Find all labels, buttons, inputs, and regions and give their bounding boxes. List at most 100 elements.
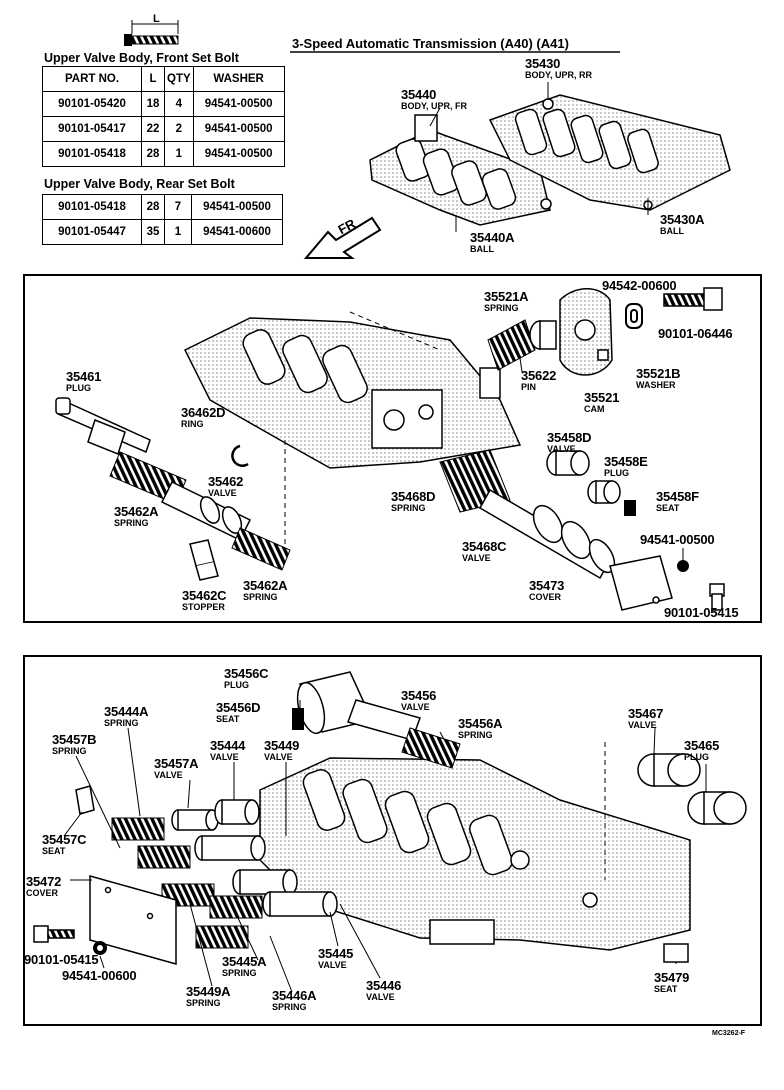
part-label: 35521B [636,366,681,381]
washer-cell: 94541-00500 [191,194,283,220]
part-sublabel: PLUG [224,680,250,690]
bottom-section-frame [23,655,762,1026]
part-label: 35446A [272,988,317,1003]
length-cell: 35 [141,219,165,245]
part-sublabel: VALVE [210,752,239,762]
upper-valve-body-rear-drawing [488,94,731,211]
front-table-title: Upper Valve Body, Front Set Bolt [44,51,239,65]
part-label: 35472 [26,874,62,889]
part-label: 35465 [684,738,720,753]
part-label: 35468D [391,489,436,504]
part-no-cell: 90101-05417 [42,116,142,142]
part-label: 94541-00500 [640,532,715,547]
washer-94541-00500-drawing [677,560,689,572]
length-cell: 18 [141,91,165,117]
part-label: 94541-00600 [62,968,137,983]
spring-35445a-drawing [209,895,263,919]
spring-35444a-drawing [111,817,165,841]
part-sublabel: SPRING [186,998,221,1008]
qty-cell: 1 [164,141,194,167]
part-sublabel: RING [181,419,204,429]
table-row: 90101-05417 22 2 94541-00500 [42,116,285,142]
qty-cell: 2 [164,116,194,142]
part-sublabel: SPRING [243,592,278,602]
ring-35462d-drawing [231,444,249,467]
seat-35457c-drawing [75,785,95,815]
qty-cell: 7 [164,194,192,220]
part-no-cell: 90101-05447 [42,219,142,245]
part-sublabel: SPRING [272,1002,307,1012]
washer-cell: 94541-00500 [192,91,285,117]
rear-table-title: Upper Valve Body, Rear Set Bolt [44,177,235,191]
part-sublabel: PLUG [684,752,710,762]
valve-35468c-drawing [478,488,616,580]
part-sublabel: COVER [26,888,59,898]
front-direction-arrow-icon [303,216,382,259]
front-set-bolt-table: PART NO. L QTY WASHER 90101-05420 18 4 9… [42,66,285,167]
bolt-90101-06446-drawing [663,287,723,311]
part-sublabel: CAM [584,404,605,414]
part-sublabel: VALVE [628,720,657,730]
part-sublabel: BODY, UPR, RR [525,70,593,80]
bolt-length-label: L [153,13,160,25]
part-label: 35445 [318,946,354,961]
column-header: L [141,66,165,92]
page-title: 3-Speed Automatic Transmission (A40) (A4… [292,36,569,51]
valve-35449-drawing [194,835,266,861]
part-sublabel: PIN [521,382,537,392]
part-sublabel: BALL [470,244,494,254]
cover-35473-drawing [609,555,673,611]
middle-section-frame [23,274,762,623]
rear-set-bolt-table: 90101-05418 28 7 94541-00500 90101-05447… [42,194,283,245]
table-row: 90101-05420 18 4 94541-00500 [42,91,285,117]
part-label: 35473 [529,578,565,593]
pin-35622-drawing [529,320,557,350]
part-sublabel: PLUG [66,383,92,393]
part-sublabel: SPRING [52,746,87,756]
part-sublabel: COVER [529,592,562,602]
table-row: 90101-05447 35 1 94541-00600 [42,219,283,245]
middle-valve-body-drawing [183,317,522,469]
part-sublabel: VALVE [318,960,347,970]
part-label: 35456D [216,700,261,715]
part-label: 35449A [186,984,231,999]
part-no-cell: 90101-05418 [42,141,142,167]
valve-35458d-drawing [546,450,590,476]
part-label: 35449 [264,738,300,753]
part-label: 35458E [604,454,648,469]
length-cell: 28 [141,194,165,220]
spring-35521a-drawing [487,319,536,371]
part-label: 35462 [208,474,244,489]
part-no-cell: 90101-05420 [42,91,142,117]
part-sublabel: SEAT [42,846,66,856]
part-sublabel: VALVE [462,553,491,563]
table-row: 90101-05418 28 1 94541-00500 [42,141,285,167]
leader-lines [63,700,707,993]
part-label: 35521A [484,289,529,304]
part-sublabel: SPRING [484,303,519,313]
spring-35446a-drawing [195,925,249,949]
part-sublabel: SPRING [222,968,257,978]
part-sublabel: VALVE [401,702,430,712]
part-label: 35456C [224,666,269,681]
part-sublabel: VALVE [208,488,237,498]
washer-cell: 94541-00500 [192,116,285,142]
bolt-length-icon [124,20,179,46]
bolt-90101-05415-bottom-drawing [33,925,75,943]
part-label: 94542-00600 [602,278,677,293]
part-label: 35457C [42,832,87,847]
part-label: 35430 [525,56,561,71]
part-label: 90101-06446 [658,326,733,341]
washer-35521b-drawing [625,303,643,329]
part-sublabel: SEAT [216,714,240,724]
valve-35444-drawing [214,799,260,825]
part-label: 35457B [52,732,97,747]
length-cell: 28 [141,141,165,167]
part-label: 35467 [628,706,664,721]
valve-35467-drawing [637,753,701,787]
part-sublabel: WASHER [636,380,676,390]
part-sublabel: SPRING [458,730,493,740]
washer-cell: 94541-00500 [192,141,285,167]
table-row: 90101-05418 28 7 94541-00500 [42,194,283,220]
part-label: 35444A [104,704,149,719]
